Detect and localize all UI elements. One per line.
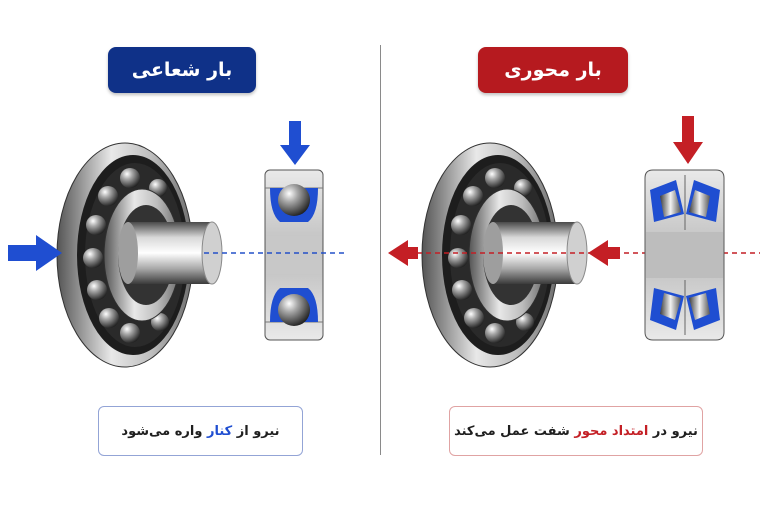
axial-load-title: بار محوری <box>478 47 628 93</box>
radial-caption-highlight: کنار <box>206 423 233 439</box>
axial-bearing-3d <box>421 142 588 368</box>
radial-bearing-3d <box>56 142 223 368</box>
radial-load-caption: نیرو از کنار واره می‌شود <box>98 406 303 456</box>
radial-section-view <box>264 169 324 341</box>
radial-caption-after: واره می‌شود <box>121 423 207 439</box>
radial-balls <box>83 168 169 343</box>
axial-caption-highlight: امتداد محور <box>574 423 649 439</box>
axial-caption-before: نیرو در <box>648 423 698 439</box>
axial-top-force-arrow <box>673 116 703 164</box>
axial-balls <box>448 168 534 343</box>
axial-load-caption: نیرو در امتداد محور شفت عمل می‌کند <box>449 406 703 456</box>
axial-left-force-arrow <box>388 240 418 266</box>
radial-load-title: بار شعاعی <box>108 47 256 93</box>
radial-side-force-arrow <box>8 235 62 271</box>
axial-caption-after: شفت عمل می‌کند <box>454 423 575 439</box>
axial-load-title-text: بار محوری <box>504 59 602 81</box>
axial-section-view <box>644 169 725 341</box>
radial-load-title-text: بار شعاعی <box>131 59 233 81</box>
radial-top-force-arrow <box>280 121 310 165</box>
axial-right-force-arrow <box>588 240 620 266</box>
center-divider <box>380 45 381 455</box>
radial-caption-before: نیرو از <box>232 423 280 439</box>
